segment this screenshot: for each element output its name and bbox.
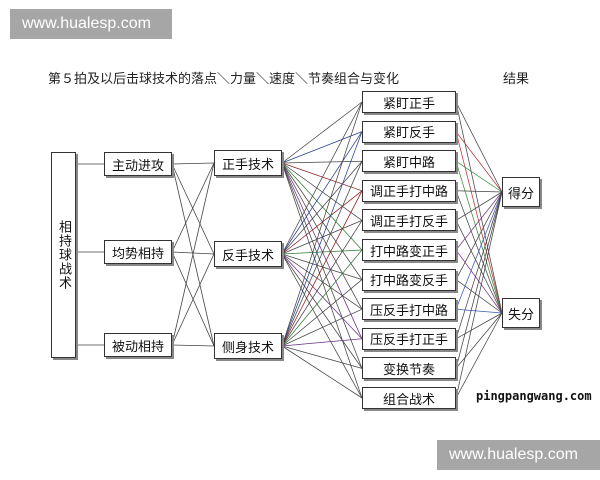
connector-line (455, 161, 503, 314)
connector-line (281, 101, 363, 164)
connector-line (455, 191, 503, 280)
technique-node: 侧身技术 (214, 333, 282, 359)
watermark-top: www.hualesp.com (10, 9, 172, 39)
placement-node: 变换节奏 (362, 357, 456, 380)
connector-line (281, 249, 363, 255)
placement-node: 打中路变反手 (362, 268, 456, 291)
connector-line (455, 191, 503, 399)
connector-line (455, 191, 503, 251)
connector-line (281, 101, 363, 347)
connector-line (281, 279, 363, 347)
placement-node: 紧盯正手 (362, 91, 456, 113)
connector-line (281, 345, 363, 369)
connector-line (281, 131, 363, 347)
result-node: 失分 (502, 298, 540, 328)
connector-line (171, 162, 215, 253)
connector-line (281, 161, 363, 347)
connector-line (281, 253, 363, 399)
connector-line (281, 220, 363, 255)
connector-line (281, 220, 363, 347)
connector-line (455, 308, 503, 314)
placement-node: 调正手打中路 (362, 179, 456, 202)
connector-line (171, 253, 215, 346)
connector-line (281, 249, 363, 347)
connector-line (171, 162, 215, 346)
connector-line (281, 162, 363, 221)
technique-node: 正手技术 (214, 150, 282, 176)
connector-line (281, 308, 363, 347)
connector-line (281, 162, 363, 280)
root-node: 相持球战术 (51, 152, 76, 358)
connector-line (455, 312, 503, 399)
connector-line (281, 253, 363, 310)
connector-line (281, 131, 363, 255)
placement-node: 调正手打反手 (362, 209, 456, 232)
connector-line (171, 162, 215, 165)
connector-line (281, 162, 363, 369)
connector-line (281, 101, 363, 255)
connector-line (281, 253, 363, 340)
connector-line (455, 101, 503, 314)
connector-line (455, 191, 503, 339)
connector-line (455, 220, 503, 314)
connector-line (455, 101, 503, 193)
connector-line (281, 253, 363, 369)
tactic-node: 均势相持 (104, 240, 172, 264)
watermark-bottom: www.hualesp.com (437, 440, 600, 470)
connector-line (455, 312, 503, 369)
diagram-title: 第５拍及以后击球技术的落点＼力量＼速度＼节奏组合与变化 (48, 72, 400, 87)
connector-line (455, 191, 503, 310)
connector-line (281, 338, 363, 347)
connector-line (171, 344, 215, 347)
connector-line (281, 131, 363, 164)
placement-node: 打中路变正手 (362, 239, 456, 261)
connector-line (281, 160, 363, 255)
connector-line (281, 160, 363, 164)
connector-line (455, 160, 503, 193)
connector-line (455, 131, 503, 193)
result-header: 结果 (503, 72, 530, 87)
result-node: 得分 (502, 177, 540, 207)
placement-node: 紧盯中路 (362, 150, 456, 173)
connector-line (455, 131, 503, 314)
connector-line (281, 162, 363, 310)
placement-node: 紧盯反手 (362, 120, 456, 143)
connector-line (281, 162, 363, 339)
tactic-node: 主动进攻 (104, 152, 172, 176)
placement-node: 压反手打正手 (362, 327, 456, 350)
connector-line (281, 162, 363, 192)
connector-line (455, 190, 503, 193)
connector-line (171, 163, 215, 255)
placement-node: 压反手打中路 (362, 298, 456, 321)
connector-line (281, 162, 363, 399)
connector-line (281, 253, 363, 280)
brand-label: pingpangwang.com (476, 389, 592, 403)
connector-line (281, 162, 363, 251)
connector-line (281, 190, 363, 347)
connector-line (281, 345, 363, 399)
connector-line (455, 191, 503, 369)
connector-line (455, 312, 503, 340)
connector-line (455, 191, 503, 221)
technique-node: 反手技术 (214, 241, 282, 267)
connector-line (281, 190, 363, 255)
placement-node: 组合战术 (362, 387, 456, 409)
connector-line (455, 190, 503, 314)
tactic-node: 被动相持 (104, 333, 172, 357)
